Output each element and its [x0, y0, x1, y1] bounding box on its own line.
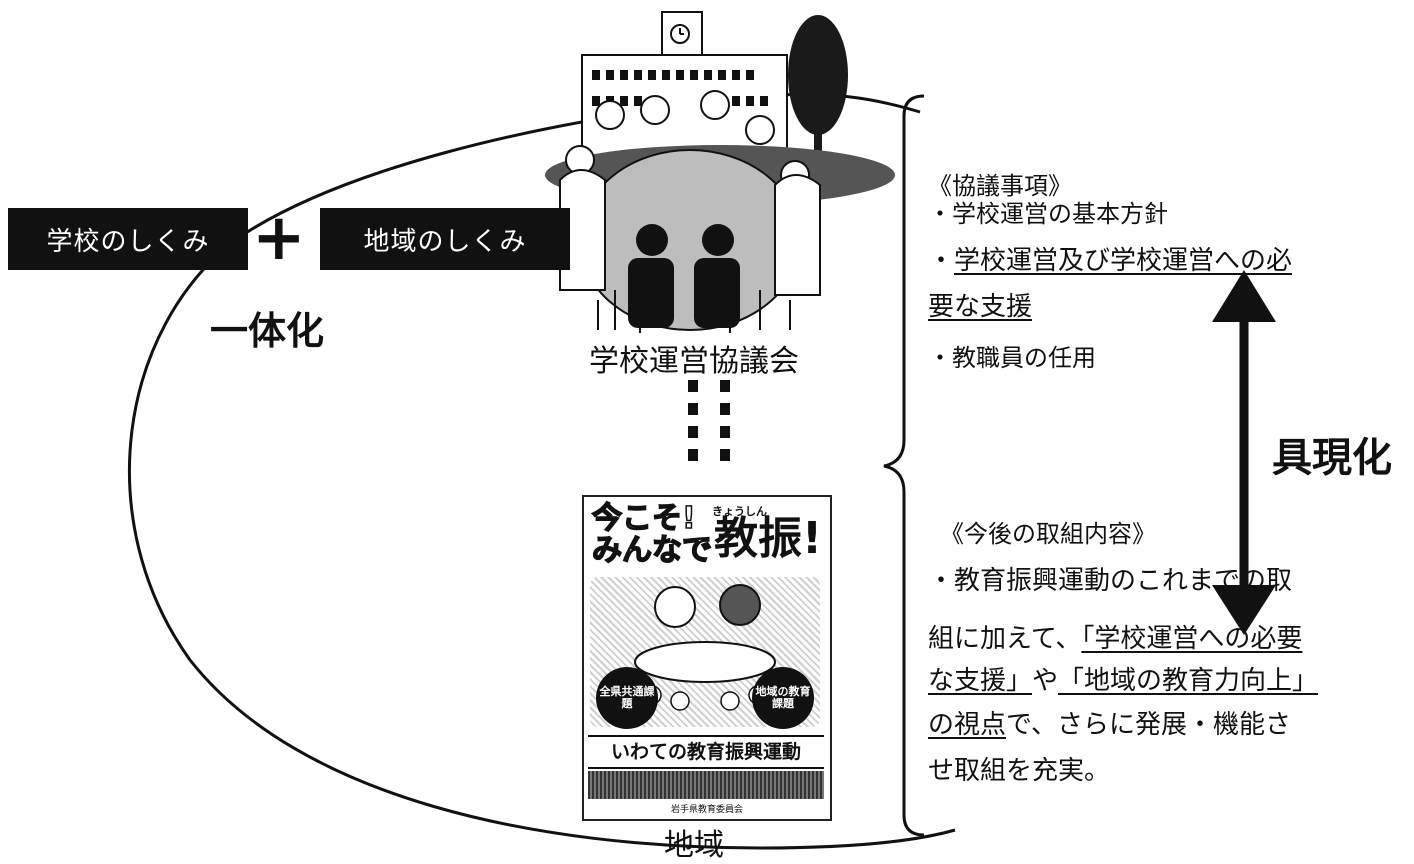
region-system-box: 地域のしくみ: [320, 208, 570, 270]
tree-icon: [788, 15, 848, 175]
double-arrow-icon: [1212, 270, 1276, 635]
future-line-3: な支援」や「地域の教育力向上」: [928, 666, 1319, 696]
plus-icon: +: [252, 201, 306, 275]
council-meeting-illustration: [545, 90, 895, 333]
future-line-4: の視点で、さらに発展・機能さ: [928, 710, 1291, 740]
agenda-item-staffing: ・教職員の任用: [928, 344, 1096, 372]
unify-label: 一体化: [210, 309, 325, 353]
agenda-item-support: ・学校運営及び学校運営への必: [928, 246, 1293, 276]
future-line-2: 組に加えて、「学校運営への必要: [928, 624, 1303, 654]
council-label: 学校運営協議会: [585, 336, 803, 380]
poster-headline-1: 今こそ!: [591, 501, 696, 536]
poster-headline-2: みんなで: [591, 533, 713, 568]
curly-brace: [883, 94, 925, 837]
agenda-item-support-cont: 要な支援: [928, 292, 1033, 322]
school-system-box: 学校のしくみ: [8, 208, 248, 270]
poster-big-title: 教振!: [714, 513, 823, 564]
poster-ruby: きょうしん: [712, 505, 767, 518]
poster-badge-left: 全県共通課題: [596, 667, 658, 729]
poster-fine-print: [588, 771, 824, 799]
future-line-5: せ取組を充実。: [928, 756, 1111, 786]
region-ellipse: [128, 238, 956, 850]
poster-campaign-title: いわての教育振興運動: [588, 735, 824, 769]
poster-badge-right: 地域の教育課題: [752, 667, 814, 729]
dotted-connector: [688, 380, 730, 461]
poster-people-icon: [620, 584, 790, 711]
poster-footer: 岩手県教育委員会: [670, 805, 743, 815]
agenda-heading: 《協議事項》: [928, 172, 1072, 200]
future-heading: 《今後の取組内容》: [940, 520, 1156, 548]
realize-label: 具現化: [1272, 435, 1392, 481]
school-system-label: 学校のしくみ: [46, 226, 210, 257]
region-system-label: 地域のしくみ: [363, 226, 527, 257]
education-campaign-poster: 今こそ! みんなで きょうしん 教振! 全県共通課題 地域の教育課題 いわての教…: [582, 495, 832, 821]
agenda-item-basic-policy: ・学校運営の基本方針: [928, 200, 1168, 228]
region-label: 地域: [664, 828, 724, 863]
future-line-1: ・教育振興運動のこれまでの取: [928, 566, 1293, 596]
